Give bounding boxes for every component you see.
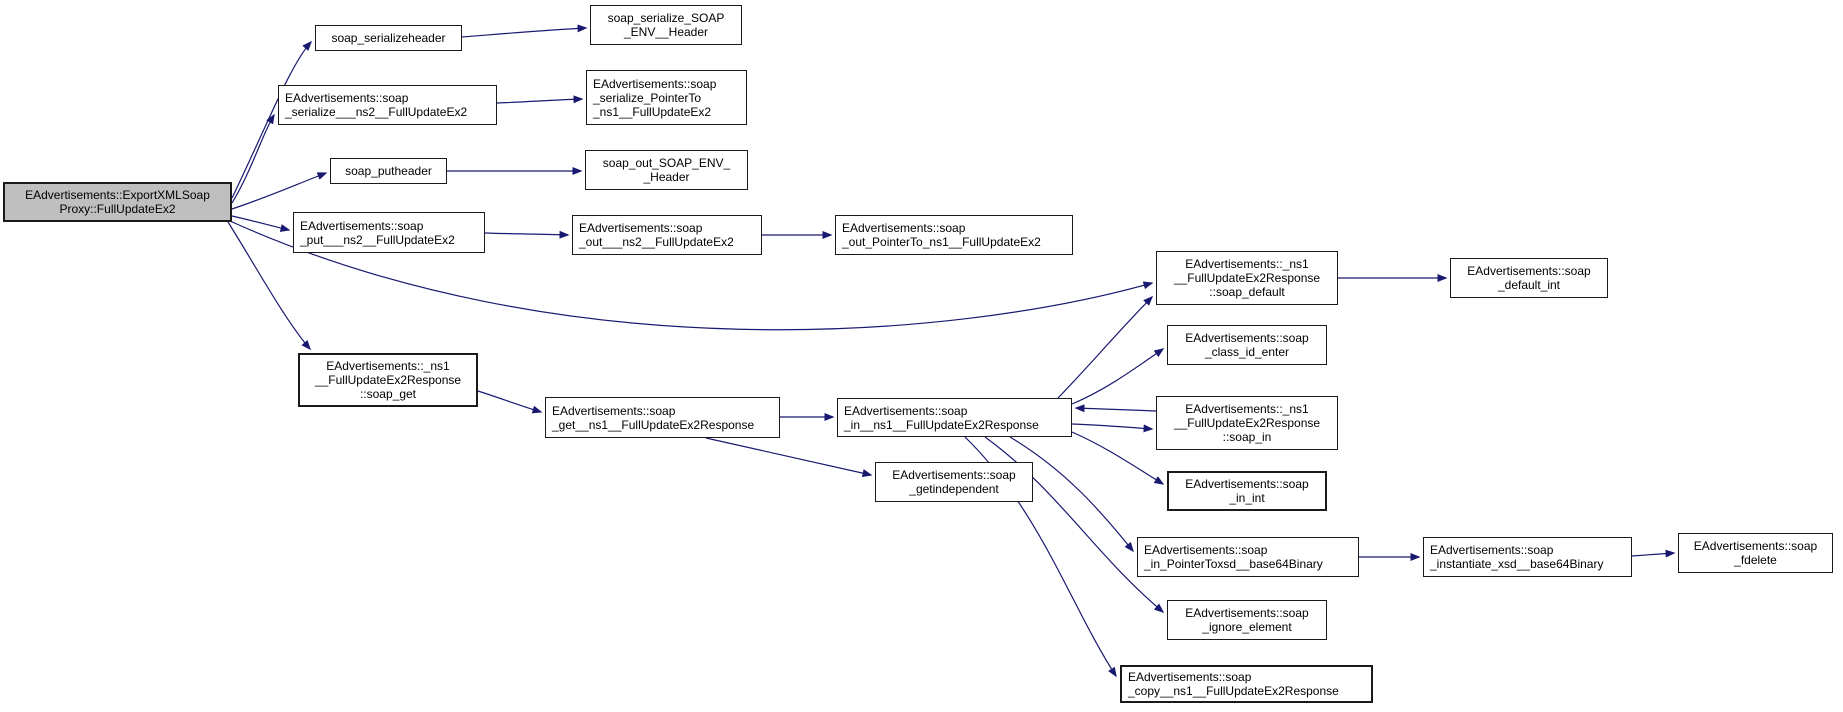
- node-get-ns1[interactable]: EAdvertisements::soap_get__ns1__FullUpda…: [545, 397, 780, 438]
- edge-root-to-put-ns2: [231, 215, 291, 232]
- node-serialize-pointerto[interactable]: EAdvertisements::soap_serialize_PointerT…: [586, 70, 747, 125]
- node-putheader[interactable]: soap_putheader: [330, 158, 447, 184]
- node-serialize-soap-env-header[interactable]: soap_serialize_SOAP_ENV__Header: [590, 5, 742, 45]
- node-soap-get[interactable]: EAdvertisements::_ns1__FullUpdateEx2Resp…: [298, 353, 478, 407]
- node-in-pointertoxsd-base64binary[interactable]: EAdvertisements::soap_in_PointerToxsd__b…: [1137, 537, 1359, 577]
- edge-in-ns1-to-soap-in: [1071, 423, 1154, 433]
- edge-in-ns1-to-in-int: [1071, 431, 1165, 485]
- node-copy-ns1-label-line: EAdvertisements::soap: [1128, 670, 1252, 684]
- node-soap-in-label-line: ::soap_in: [1222, 430, 1272, 444]
- node-ignore-element-label-line: EAdvertisements::soap: [1185, 606, 1309, 620]
- node-serialize-ns2[interactable]: EAdvertisements::soap_serialize___ns2__F…: [278, 85, 497, 125]
- node-root-label-line: Proxy::FullUpdateEx2: [59, 202, 176, 216]
- node-in-ns1-label-line: EAdvertisements::soap: [844, 403, 968, 418]
- node-default-int-label-line: EAdvertisements::soap: [1467, 264, 1591, 278]
- node-root-label-line: EAdvertisements::ExportXMLSoap: [25, 188, 210, 202]
- edge-soap-get-to-get-ns1: [477, 390, 543, 414]
- node-soap-default-label-line: __FullUpdateEx2Response: [1173, 271, 1321, 285]
- node-put-ns2[interactable]: EAdvertisements::soap_put___ns2__FullUpd…: [293, 212, 485, 253]
- edge-root-to-serialize-ns2: [231, 113, 275, 204]
- node-out-pointerto-ns1[interactable]: EAdvertisements::soap_out_PointerTo_ns1_…: [835, 215, 1073, 255]
- node-soap-in-label-line: EAdvertisements::_ns1: [1185, 402, 1309, 416]
- node-soap-default-label-line: ::soap_default: [1209, 285, 1285, 299]
- node-ignore-element[interactable]: EAdvertisements::soap_ignore_element: [1167, 600, 1327, 640]
- node-instantiate-xsd-base64binary-label-line: _instantiate_xsd__base64Binary: [1430, 557, 1604, 571]
- node-default-int-label-line: _default_int: [1497, 278, 1561, 292]
- node-out-ns2-label-line: EAdvertisements::soap: [579, 221, 703, 235]
- node-fdelete-label-line: EAdvertisements::soap: [1693, 539, 1818, 553]
- node-ignore-element-label-line: _ignore_element: [1202, 620, 1292, 634]
- edge-root-to-soap-get: [227, 221, 311, 351]
- node-soap-get-label-line: ::soap_get: [359, 387, 417, 401]
- node-serialize-soap-env-header-label-line: _ENV__Header: [623, 25, 709, 39]
- node-in-int-label-line: _in_int: [1229, 491, 1265, 505]
- node-copy-ns1-label-line: _copy__ns1__FullUpdateEx2Response: [1128, 684, 1339, 698]
- node-class-id-enter-label-line: _class_id_enter: [1204, 345, 1290, 359]
- node-in-int[interactable]: EAdvertisements::soap_in_int: [1167, 471, 1327, 511]
- node-fdelete-label-line: _fdelete: [1734, 553, 1777, 567]
- node-out-pointerto-ns1-label-line: EAdvertisements::soap: [842, 221, 966, 235]
- node-class-id-enter-label-line: EAdvertisements::soap: [1185, 331, 1309, 345]
- node-serialize-pointerto-label-line: EAdvertisements::soap: [593, 76, 717, 91]
- edge-root-to-putheader: [231, 172, 328, 210]
- node-in-int-label-line: EAdvertisements::soap: [1185, 477, 1309, 491]
- node-serialize-pointerto-label-line: _ns1__FullUpdateEx2: [593, 104, 712, 119]
- node-soap-get-label-line: EAdvertisements::_ns1: [326, 359, 450, 373]
- node-in-ns1[interactable]: EAdvertisements::soap_in__ns1__FullUpdat…: [837, 398, 1072, 437]
- edge-in-ns1-to-class-id-enter: [1071, 348, 1165, 405]
- node-get-ns1-label-line: _get__ns1__FullUpdateEx2Response: [552, 417, 755, 432]
- edge-soap-in-to-in-ns1: [1074, 404, 1157, 413]
- node-soap-in[interactable]: EAdvertisements::_ns1__FullUpdateEx2Resp…: [1156, 396, 1338, 450]
- node-soap-default-label-line: EAdvertisements::_ns1: [1185, 257, 1309, 271]
- edge-get-ns1-to-getindependent: [705, 437, 873, 477]
- node-out-soap-env-header-label-line: _Header: [643, 170, 690, 184]
- node-getindependent-label-line: EAdvertisements::soap: [892, 468, 1016, 482]
- node-serializeheader[interactable]: soap_serializeheader: [315, 25, 462, 51]
- node-serialize-ns2-label-line: EAdvertisements::soap: [285, 91, 409, 105]
- node-instantiate-xsd-base64binary-label-line: EAdvertisements::soap: [1430, 543, 1554, 557]
- node-default-int[interactable]: EAdvertisements::soap_default_int: [1450, 258, 1608, 298]
- node-soap-in-label-line: __FullUpdateEx2Response: [1173, 416, 1321, 430]
- node-soap-get-label-line: __FullUpdateEx2Response: [314, 373, 462, 387]
- edge-serializeheader-to-serialize-soap-env-header: [461, 24, 588, 38]
- edge-serialize-ns2-to-serialize-pointerto: [496, 95, 584, 104]
- edge-in-ns1-to-soap-default: [1057, 295, 1154, 399]
- edge-instantiate-xsd-base64binary-to-fdelete: [1631, 549, 1676, 558]
- edge-in-ns1-to-in-pointertoxsd-base64binary: [1009, 436, 1134, 553]
- node-getindependent[interactable]: EAdvertisements::soap_getindependent: [875, 462, 1033, 502]
- edge-put-ns2-to-out-ns2: [484, 230, 570, 239]
- node-out-soap-env-header-label-line: soap_out_SOAP_ENV_: [602, 156, 731, 170]
- node-out-ns2[interactable]: EAdvertisements::soap_out___ns2__FullUpd…: [572, 215, 762, 255]
- node-fdelete[interactable]: EAdvertisements::soap_fdelete: [1678, 533, 1833, 573]
- node-out-ns2-label-line: _out___ns2__FullUpdateEx2: [579, 235, 734, 249]
- node-getindependent-label-line: _getindependent: [909, 482, 999, 496]
- node-soap-default[interactable]: EAdvertisements::_ns1__FullUpdateEx2Resp…: [1156, 251, 1338, 305]
- node-put-ns2-label-line: _put___ns2__FullUpdateEx2: [300, 232, 455, 247]
- node-in-pointertoxsd-base64binary-label-line: EAdvertisements::soap: [1144, 543, 1268, 557]
- node-put-ns2-label-line: EAdvertisements::soap: [300, 218, 424, 233]
- node-copy-ns1[interactable]: EAdvertisements::soap_copy__ns1__FullUpd…: [1120, 665, 1373, 703]
- node-in-ns1-label-line: _in__ns1__FullUpdateEx2Response: [844, 417, 1039, 432]
- node-serialize-pointerto-label-line: _serialize_PointerTo: [593, 90, 702, 105]
- edge-in-ns1-to-ignore-element: [984, 436, 1165, 613]
- node-instantiate-xsd-base64binary[interactable]: EAdvertisements::soap_instantiate_xsd__b…: [1423, 537, 1632, 577]
- node-get-ns1-label-line: EAdvertisements::soap: [552, 403, 676, 418]
- node-class-id-enter[interactable]: EAdvertisements::soap_class_id_enter: [1167, 325, 1327, 365]
- node-serialize-ns2-label-line: _serialize___ns2__FullUpdateEx2: [285, 105, 468, 119]
- node-in-pointertoxsd-base64binary-label-line: _in_PointerToxsd__base64Binary: [1144, 557, 1323, 571]
- node-serializeheader-label-line: soap_serializeheader: [331, 31, 446, 45]
- node-putheader-label-line: soap_putheader: [345, 164, 432, 178]
- edge-root-to-soap-default: [229, 220, 1154, 331]
- node-out-soap-env-header[interactable]: soap_out_SOAP_ENV__Header: [585, 150, 748, 190]
- node-out-pointerto-ns1-label-line: _out_PointerTo_ns1__FullUpdateEx2: [842, 235, 1041, 249]
- edge-root-to-serializeheader: [231, 40, 313, 199]
- node-serialize-soap-env-header-label-line: soap_serialize_SOAP: [607, 11, 725, 25]
